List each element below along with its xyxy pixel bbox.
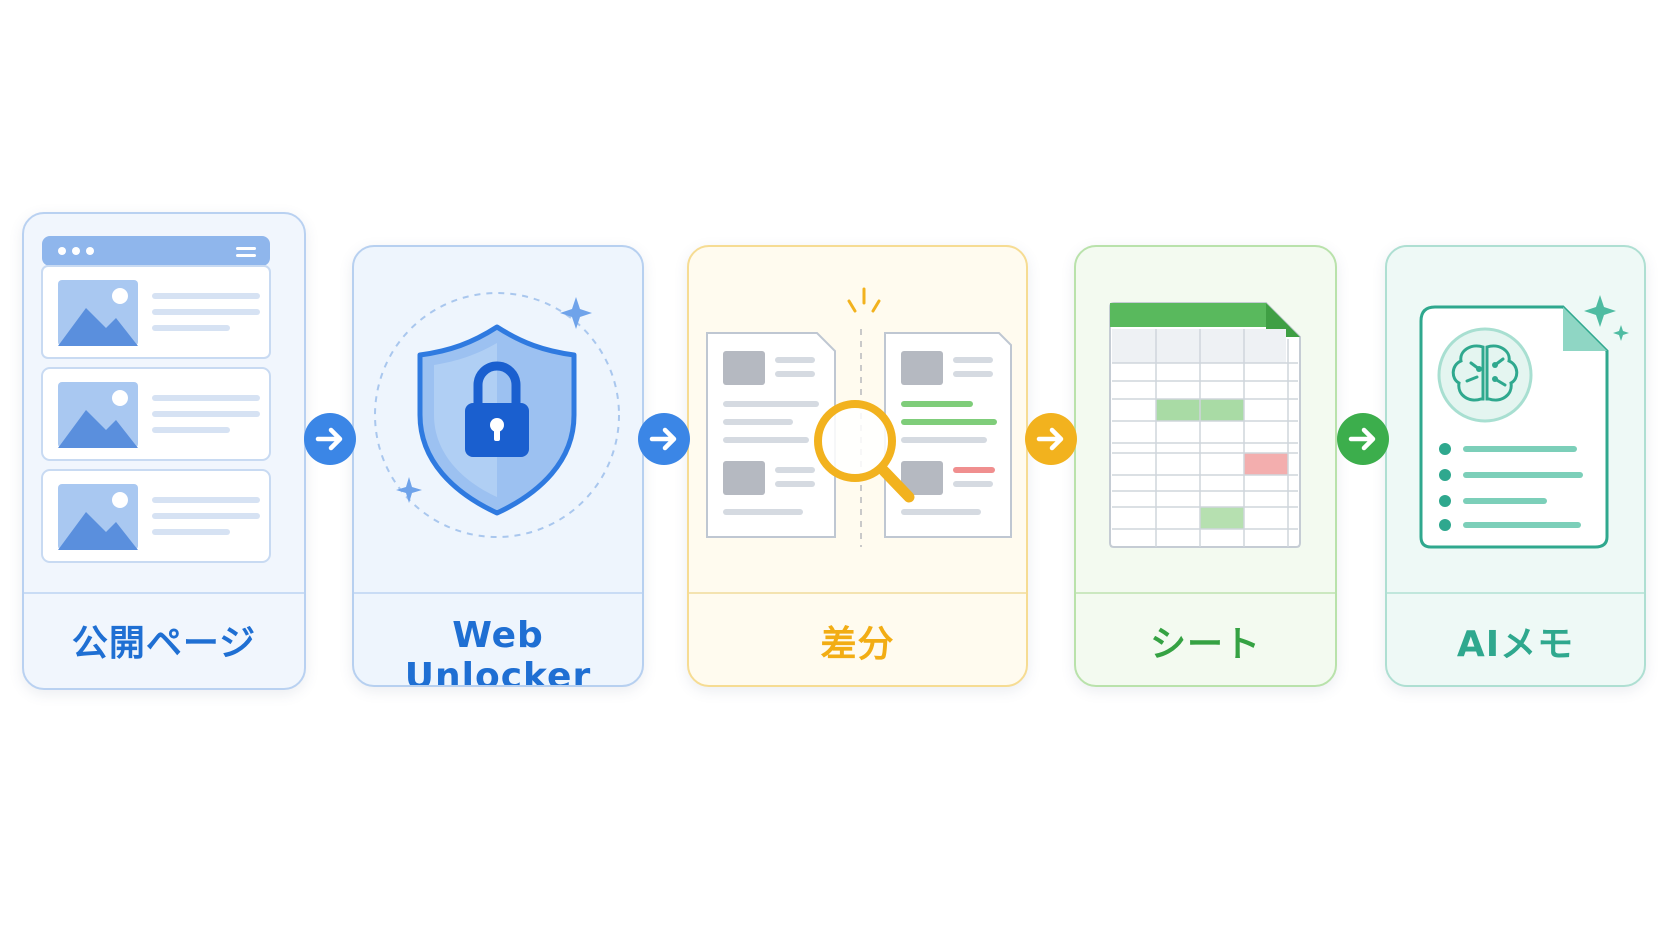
ai-brain-document-icon <box>1419 295 1629 549</box>
step-label-public-page: 公開ページ <box>71 623 257 664</box>
step-card-diff: 差分 <box>687 245 1028 687</box>
step-label-sheet: シート <box>1149 624 1261 665</box>
arrow-right-icon <box>1025 413 1077 465</box>
step-card-sheet: シート <box>1074 245 1337 687</box>
arrow-right-icon <box>638 413 690 465</box>
arrow-right-icon <box>1337 413 1389 465</box>
card-divider <box>1387 592 1644 594</box>
step-card-web-unlocker: Web Unlocker <box>352 245 644 687</box>
step-label-web-unlocker: Web Unlocker <box>404 615 592 687</box>
document-compare-magnifier-icon <box>706 287 1012 547</box>
card-divider <box>354 592 642 594</box>
step-card-public-page: 公開ページ <box>22 212 306 690</box>
step-label-ai-memo: AIメモ <box>1456 624 1575 665</box>
step-card-ai-memo: AIメモ <box>1385 245 1646 687</box>
web-page-list-icon <box>41 236 271 563</box>
card-divider <box>1076 592 1335 594</box>
shield-lock-icon <box>374 292 620 538</box>
card-divider <box>689 592 1026 594</box>
arrow-right-icon <box>304 413 356 465</box>
card-divider <box>24 592 304 594</box>
spreadsheet-icon <box>1109 302 1301 548</box>
step-label-diff: 差分 <box>820 624 895 665</box>
